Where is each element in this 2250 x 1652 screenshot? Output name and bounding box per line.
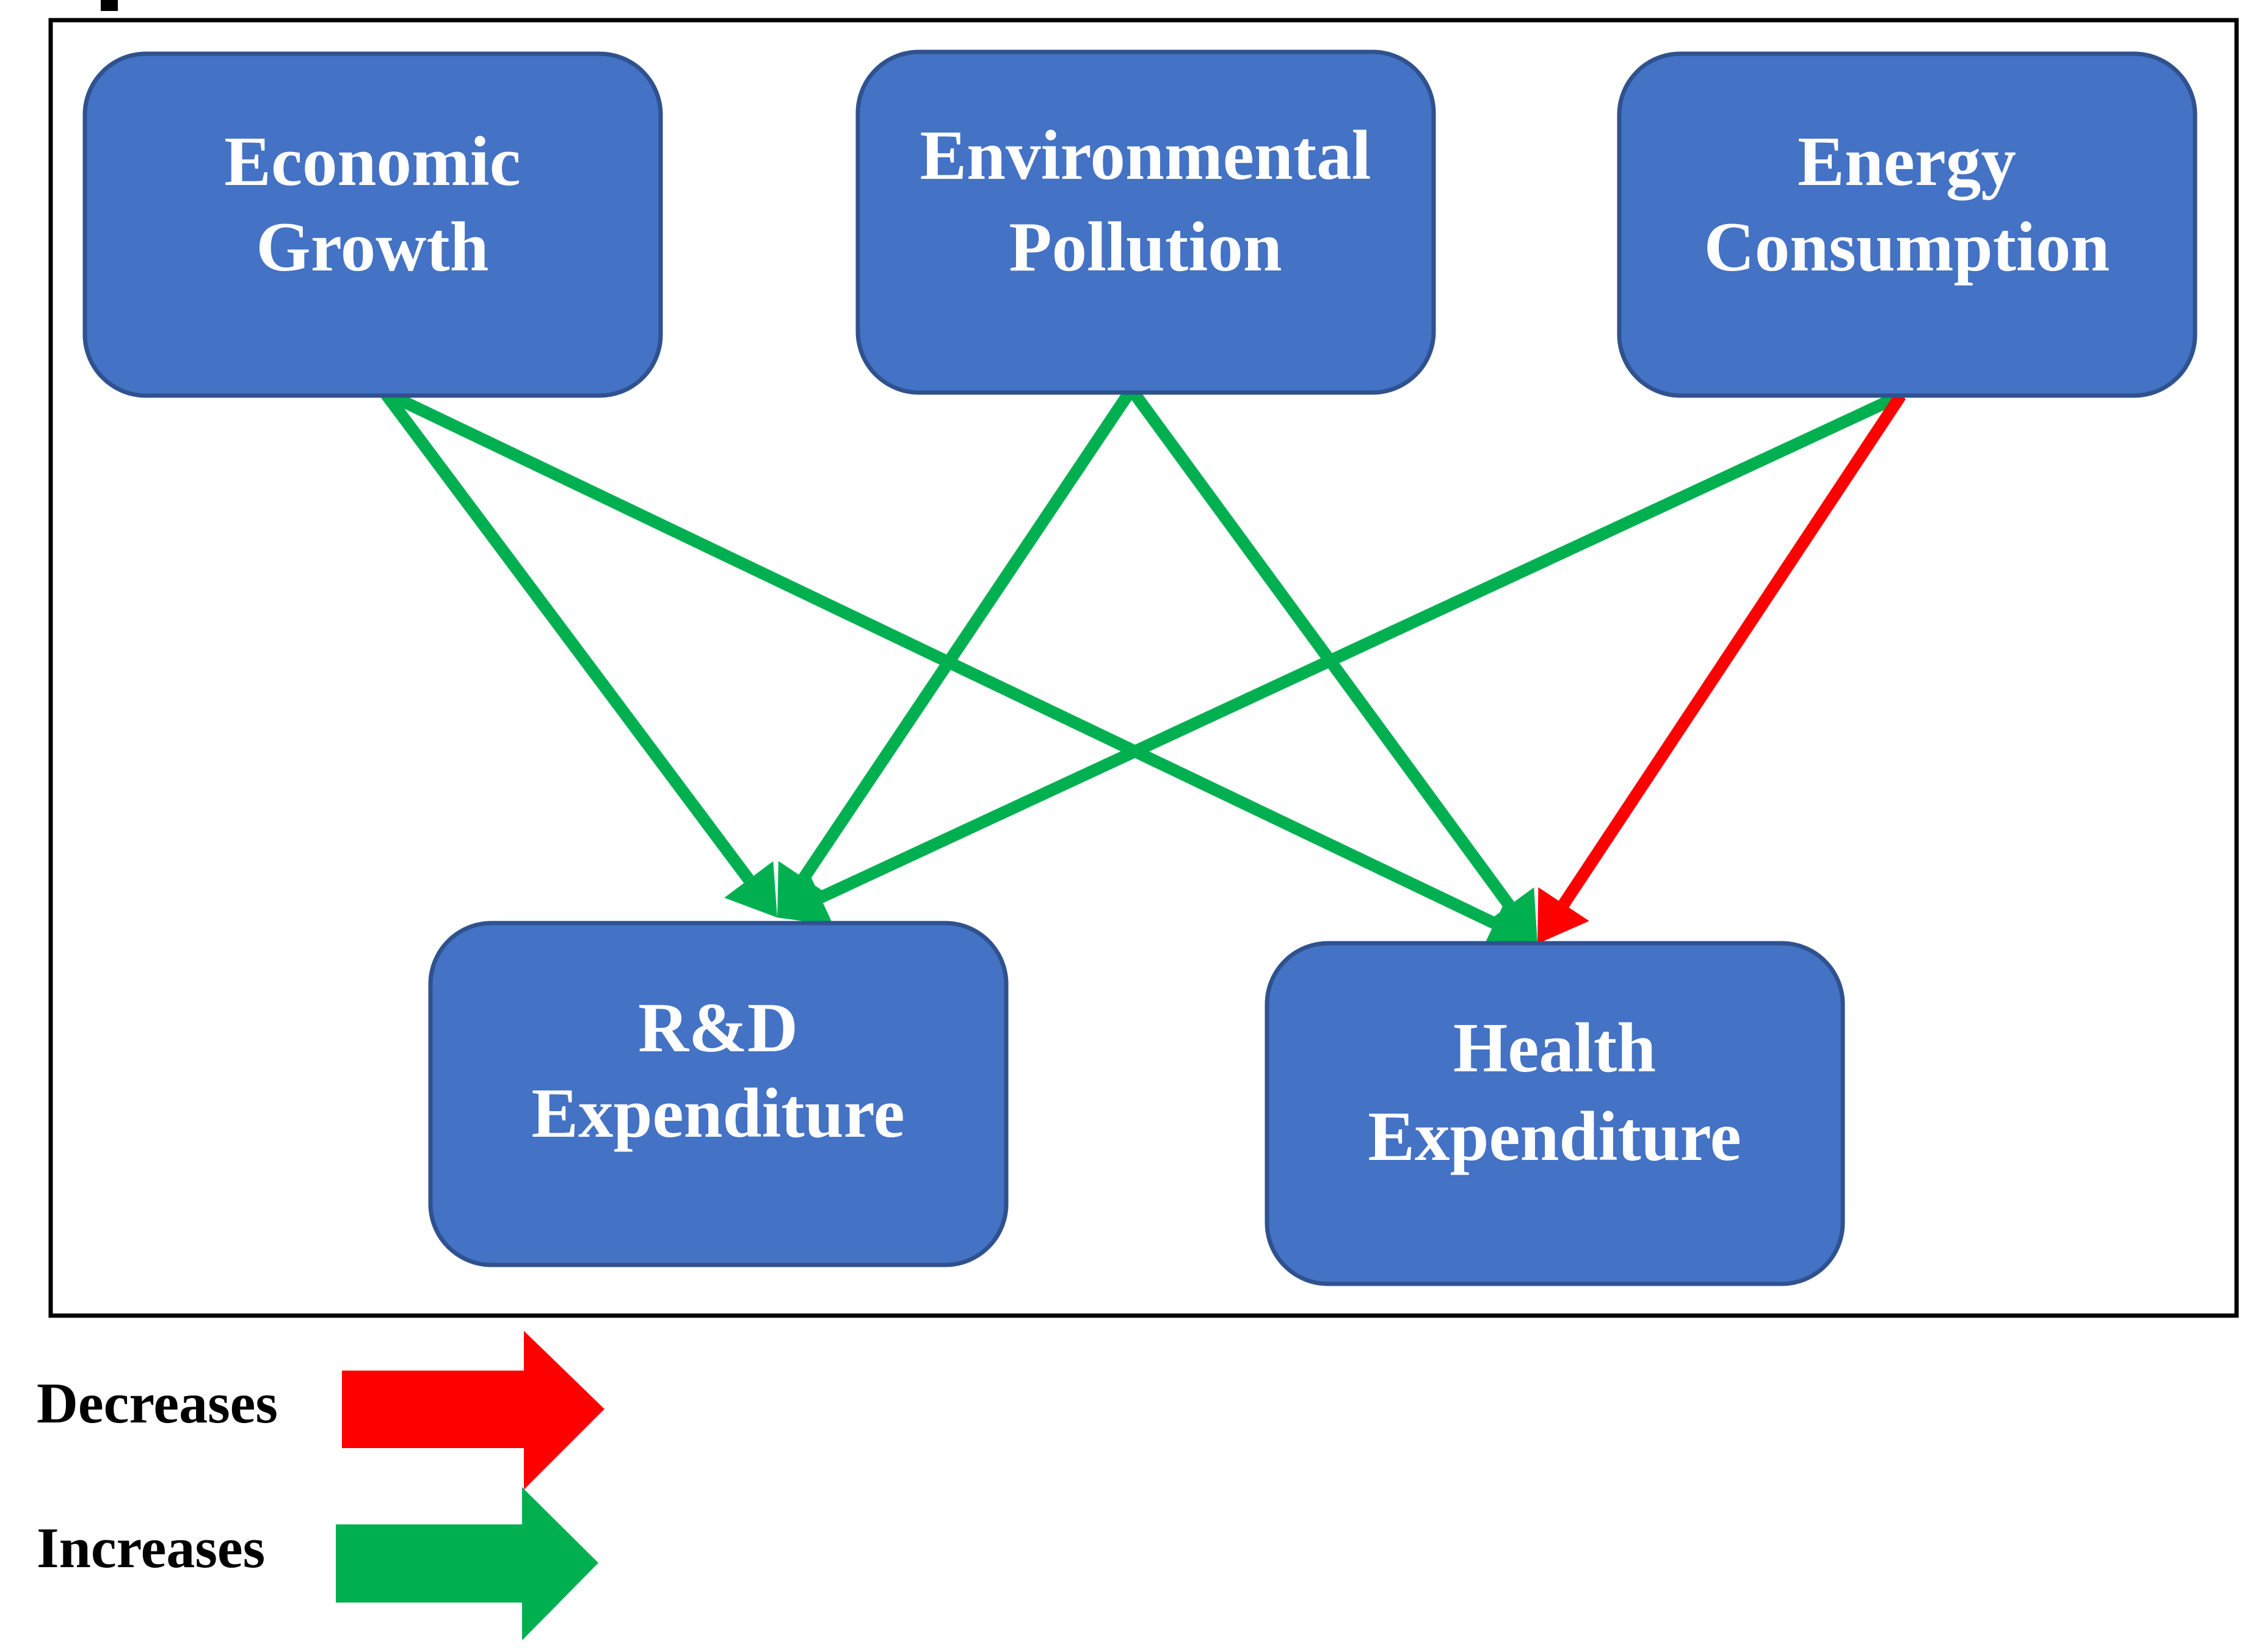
- node-box: [1617, 51, 2197, 398]
- legend-decreases-arrow: [342, 1331, 604, 1490]
- node-environmental-pollution: Environmental Pollution: [855, 49, 1436, 395]
- edge-environmental-pollution-to-health-expenditure: [1126, 386, 1537, 944]
- node-economic-growth: Economic Growth: [82, 51, 663, 398]
- edge-line: [379, 389, 754, 883]
- node-energy-consumption: Energy Consumption: [1617, 51, 2197, 398]
- node-label-line2: Growth: [256, 208, 488, 286]
- node-health-expenditure: Health Expenditure: [1265, 941, 1845, 1286]
- clipped-title-fragment: [101, 0, 118, 11]
- node-box: [428, 921, 1009, 1267]
- edge-arrowhead: [1484, 887, 1537, 944]
- diagram-frame: [48, 18, 2239, 1318]
- edge-arrowhead: [1537, 887, 1589, 944]
- edge-arrowhead: [777, 869, 833, 926]
- edge-line: [1126, 386, 1514, 909]
- node-label-line1: Economic: [224, 123, 521, 200]
- node-label-line2: Consumption: [1704, 208, 2110, 286]
- node-label-line1: Health: [1453, 1009, 1656, 1087]
- node-box: [1265, 941, 1845, 1286]
- node-label-line2: Pollution: [1009, 208, 1282, 286]
- edge-line: [1558, 392, 1906, 908]
- node-label-line1: R&D: [638, 989, 798, 1067]
- legend-increases-label: Increases: [37, 1516, 265, 1580]
- node-label-line1: Energy: [1798, 123, 2016, 200]
- node-label-line2: Expenditure: [531, 1074, 904, 1152]
- legend: Decreases Increases: [37, 1331, 604, 1640]
- node-label-line2: Expenditure: [1368, 1098, 1741, 1175]
- legend-increases-arrow: [336, 1487, 598, 1640]
- edge-line: [382, 386, 1497, 929]
- edge-energy-consumption-to-health-expenditure: [1537, 392, 1906, 944]
- node-rd-expenditure: R&D Expenditure: [428, 921, 1009, 1267]
- edge-arrowhead: [724, 861, 777, 918]
- edge-economic-growth-to-health-expenditure: [382, 386, 1537, 951]
- edge-line: [818, 389, 1904, 904]
- legend-decreases-label: Decreases: [37, 1372, 278, 1435]
- edge-economic-growth-to-rd-expenditure: [379, 389, 777, 918]
- edge-line: [799, 386, 1137, 882]
- node-box: [855, 49, 1436, 395]
- edge-energy-consumption-to-rd-expenditure: [777, 389, 1904, 926]
- edge-layer: [379, 386, 1906, 951]
- node-box: [82, 51, 663, 398]
- node-label-line1: Environmental: [920, 117, 1371, 194]
